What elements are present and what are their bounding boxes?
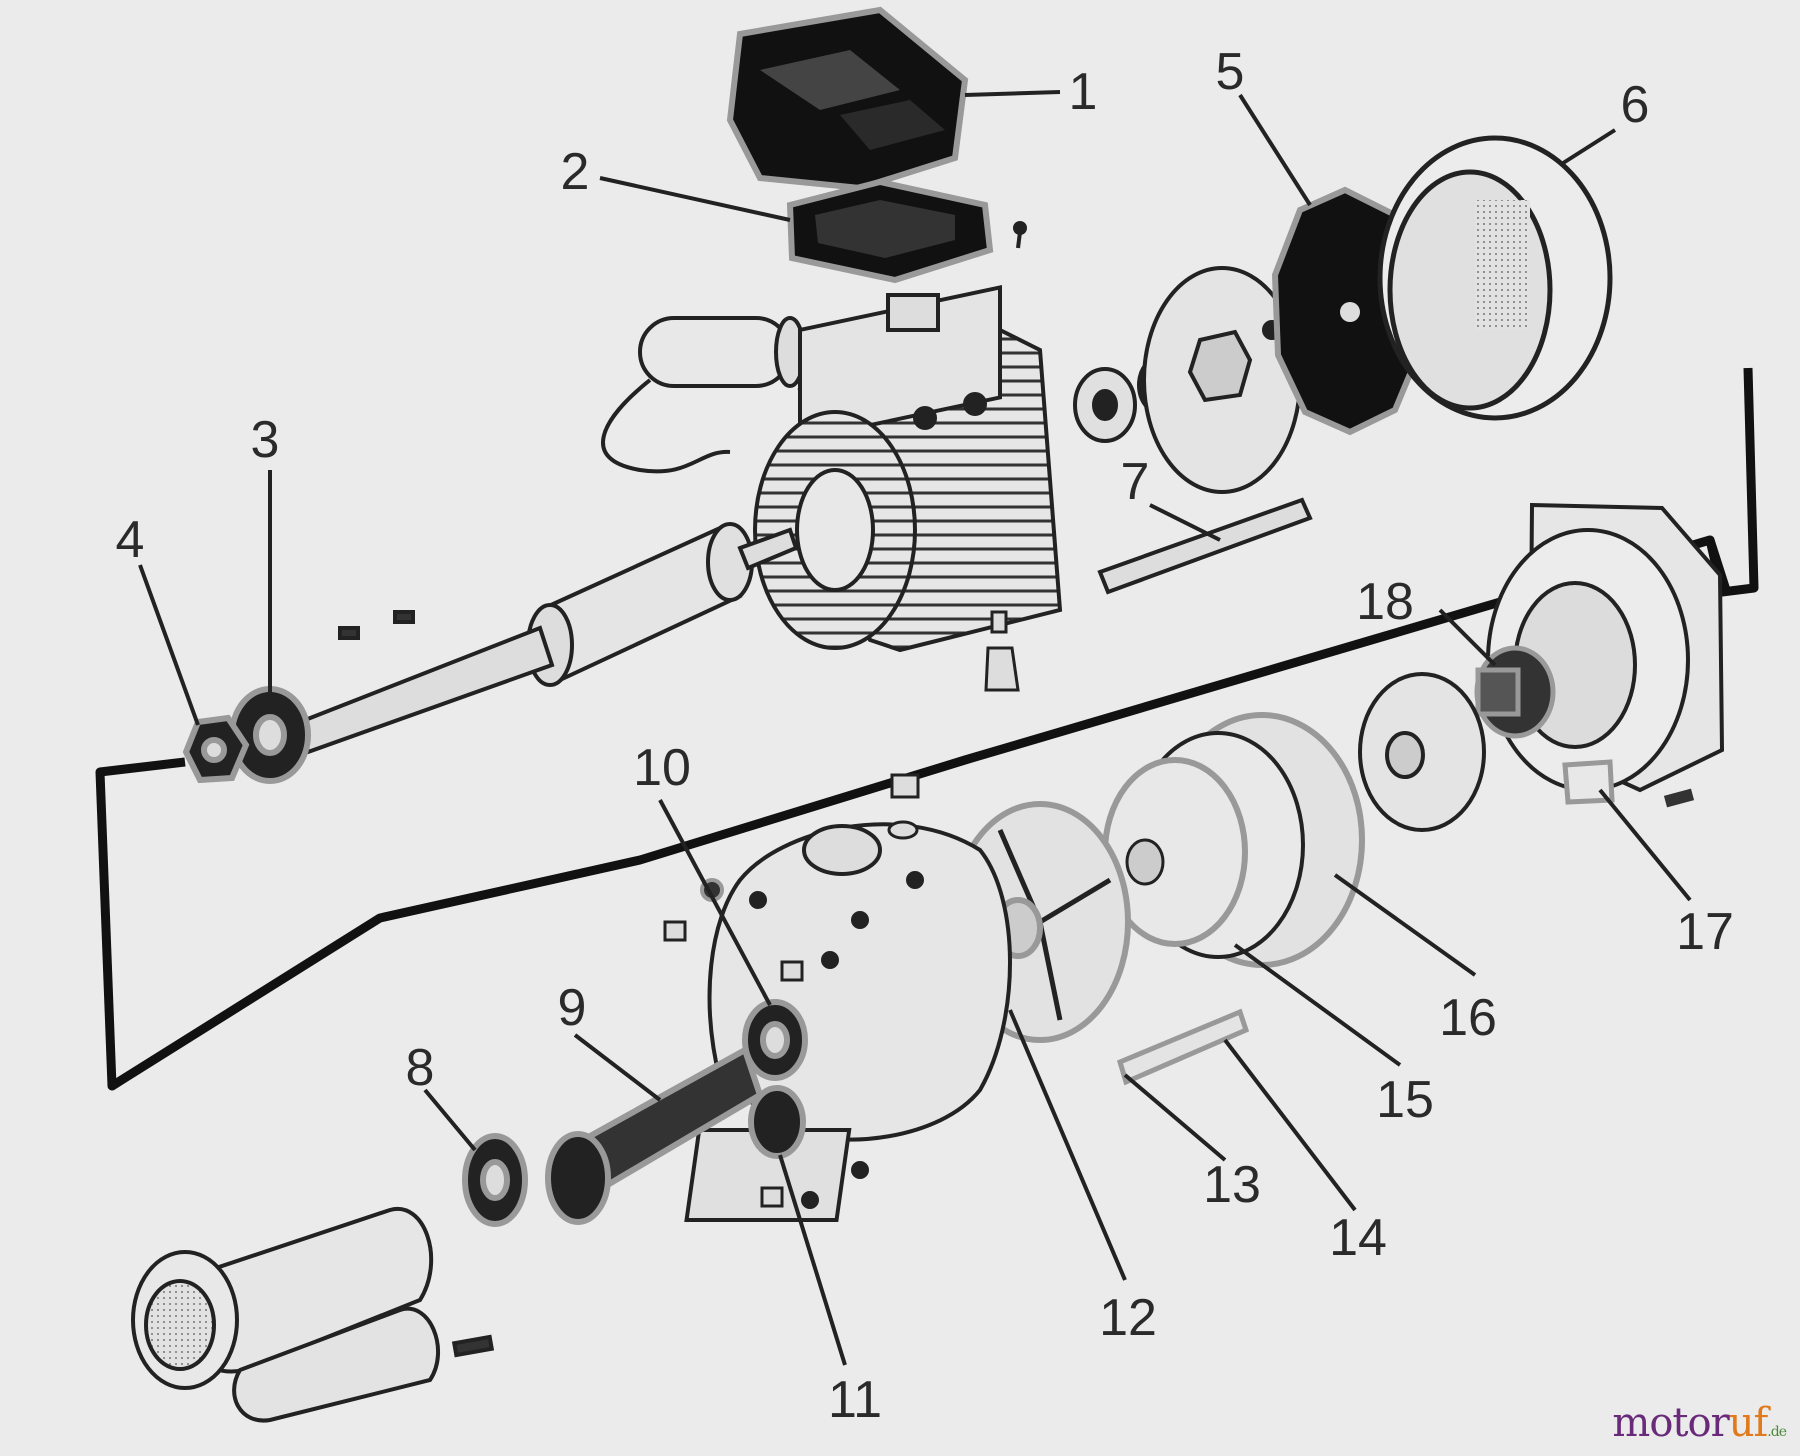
inlet-check-valve	[131, 1206, 495, 1423]
watermark-main: motor	[1612, 1400, 1729, 1446]
callout-9: 9	[557, 979, 587, 1037]
jet-oring	[748, 1085, 806, 1159]
callout-17: 17	[1676, 903, 1734, 961]
callout-11: 11	[828, 1371, 882, 1429]
cover-key	[1116, 1008, 1250, 1086]
rotor-shaft	[297, 522, 799, 755]
callout-10: 10	[633, 739, 691, 797]
venturi-fitting	[462, 1133, 528, 1227]
watermark-tld: .de	[1767, 1424, 1787, 1440]
capacitor	[601, 316, 806, 474]
terminal-box-gasket	[786, 178, 994, 284]
callout-7: 7	[1120, 453, 1150, 511]
callout-leaders	[138, 90, 1692, 1366]
assembly-link-lines	[95, 367, 1759, 1091]
callout-13: 13	[1203, 1156, 1261, 1214]
callout-4: 4	[115, 511, 145, 569]
callout-12: 12	[1099, 1289, 1157, 1347]
callout-6: 6	[1620, 76, 1650, 134]
watermark-accent: uf	[1728, 1400, 1769, 1446]
callout-3: 3	[250, 411, 280, 469]
jet-nozzle	[742, 999, 808, 1081]
shaft-key	[1097, 497, 1313, 595]
callout-16: 16	[1439, 989, 1497, 1047]
callout-18: 18	[1356, 573, 1414, 631]
callout-15: 15	[1376, 1071, 1434, 1129]
callout-14: 14	[1329, 1209, 1387, 1267]
housing-bolt	[984, 610, 1020, 692]
callout-1: 1	[1068, 63, 1098, 121]
callout-2: 2	[560, 143, 590, 201]
impeller	[1102, 757, 1248, 947]
callout-8: 8	[405, 1039, 435, 1097]
motor-housing	[753, 285, 1063, 653]
fan-cover	[1377, 135, 1613, 421]
mechanical-seal-spring	[1474, 645, 1556, 739]
brand-watermark: motoruf.de	[1612, 1400, 1787, 1446]
shaft-nut	[182, 714, 250, 784]
seal-disc	[1358, 672, 1486, 832]
drain-plug	[887, 773, 920, 840]
callout-5: 5	[1215, 43, 1245, 101]
terminal-screw	[1013, 221, 1027, 249]
body-bolts	[663, 920, 804, 1208]
venturi-tube	[545, 1045, 764, 1225]
flange-bolt	[1663, 788, 1695, 808]
terminal-box-cover	[726, 6, 969, 192]
front-bearing	[229, 686, 311, 784]
pump-body	[684, 822, 1012, 1222]
